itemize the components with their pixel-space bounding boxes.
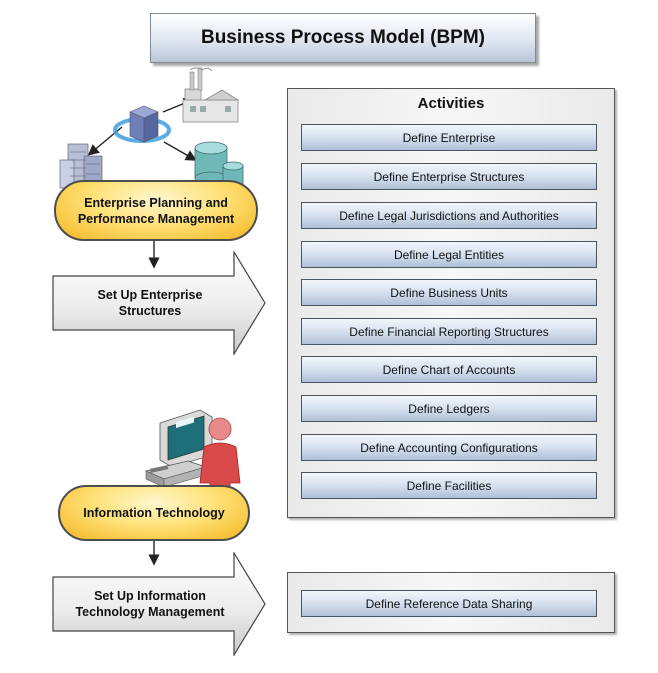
setup-enterprise-line1: Set Up Enterprise [97, 288, 203, 302]
activity-box: Define Ledgers [301, 395, 597, 422]
factory-icon [182, 67, 240, 123]
computer-icon [144, 409, 213, 488]
activity-box: Define Chart of Accounts [301, 356, 597, 383]
office-building-icon [59, 143, 103, 189]
setup-enterprise-structures-arrow: Set Up Enterprise Structures [52, 251, 268, 355]
activity-box: Define Facilities [301, 472, 597, 499]
activity-box: Define Enterprise Structures [301, 163, 597, 190]
activity-box: Define Enterprise [301, 124, 597, 151]
enterprise-planning-pill: Enterprise Planning and Performance Mana… [54, 180, 258, 241]
diagram-title: Business Process Model (BPM) [150, 13, 536, 63]
activity-box: Define Legal Jurisdictions and Authoriti… [301, 202, 597, 229]
activity-box: Define Reference Data Sharing [301, 590, 597, 617]
information-technology-pill: Information Technology [58, 485, 250, 541]
step-arrow-shape [52, 251, 266, 355]
activity-box: Define Financial Reporting Structures [301, 318, 597, 345]
setup-enterprise-line2: Structures [118, 304, 182, 318]
activity-box: Define Legal Entities [301, 241, 597, 268]
data-cube-icon [113, 105, 171, 143]
setup-it-management-arrow: Set Up Information Technology Management [52, 552, 268, 656]
network-line [163, 141, 197, 161]
step-arrow-shape [52, 552, 266, 656]
setup-it-line1: Set Up Information [94, 589, 206, 603]
activities-panel: Activities Define Enterprise Define Ente… [287, 88, 615, 518]
activities-heading: Activities [417, 95, 485, 112]
setup-it-line2: Technology Management [75, 605, 225, 619]
activity-box: Define Accounting Configurations [301, 434, 597, 461]
enterprise-pill-line2: Performance Management [77, 211, 235, 226]
it-activities-panel: Define Reference Data Sharing [287, 572, 615, 633]
it-pill-label: Information Technology [83, 506, 225, 520]
enterprise-illustration [59, 67, 244, 191]
activity-box: Define Business Units [301, 279, 597, 306]
enterprise-pill-line1: Enterprise Planning and [84, 195, 228, 210]
